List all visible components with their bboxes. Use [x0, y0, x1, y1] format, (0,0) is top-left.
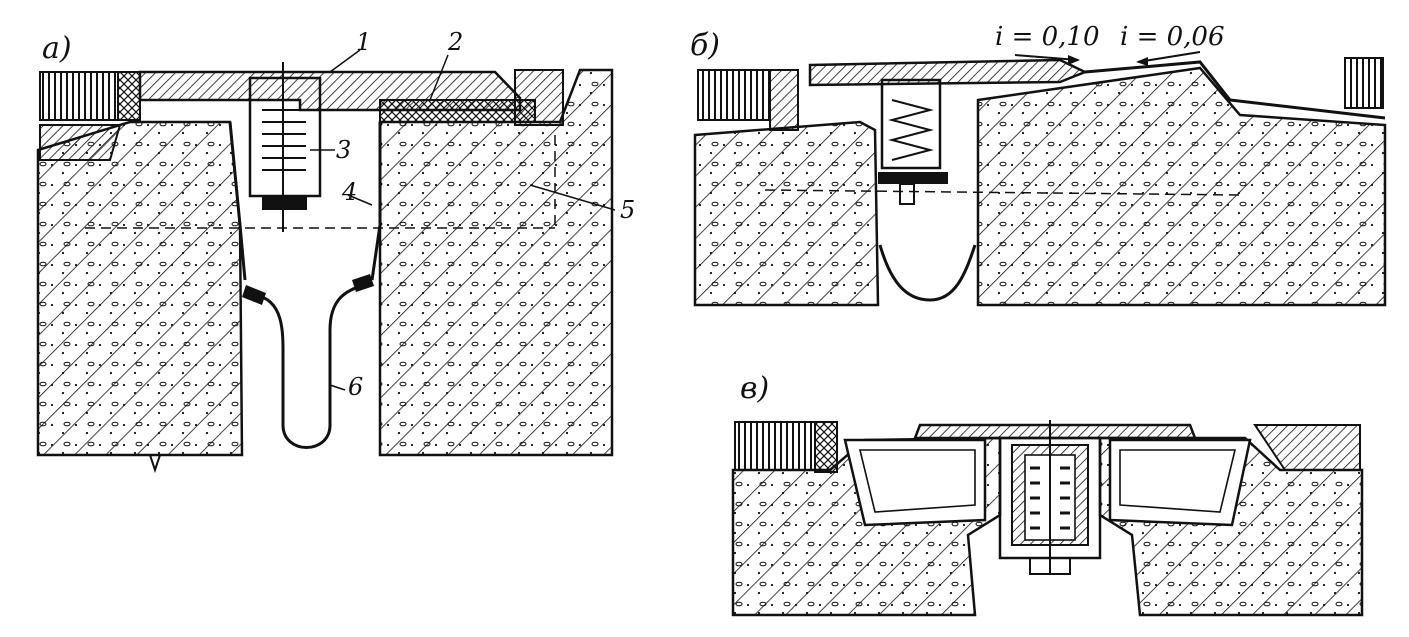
callout-6: 6 — [348, 373, 363, 401]
panel-a — [36, 49, 616, 474]
panel-a-label: а) — [42, 31, 72, 66]
panel-b — [693, 51, 1387, 307]
elastic-filler — [379, 99, 536, 123]
callout-1: 1 — [356, 28, 371, 56]
callout-2: 2 — [447, 28, 463, 56]
cover-plate-c — [913, 423, 1197, 440]
panel-c-label: в) — [740, 371, 769, 406]
slope-left-label: i = 0,10 — [995, 22, 1100, 52]
right-box-c — [1108, 438, 1252, 527]
left-box-c — [843, 438, 987, 527]
rubber-compensator — [254, 283, 366, 449]
panel-c — [731, 420, 1364, 617]
side-plate — [228, 121, 247, 281]
callout-3: 3 — [336, 136, 351, 164]
callout-4: 4 — [341, 178, 357, 206]
pavement-left — [39, 71, 119, 121]
callout-5: 5 — [620, 196, 635, 224]
rubber-compensator-b — [878, 244, 977, 302]
panel-b-label: б) — [690, 28, 720, 63]
spring-b — [888, 99, 934, 161]
spring-c — [1030, 466, 1070, 530]
slope-right-label: i = 0,06 — [1120, 22, 1225, 52]
spring-housing-b — [880, 78, 942, 170]
cover-plate-b — [808, 58, 1089, 87]
